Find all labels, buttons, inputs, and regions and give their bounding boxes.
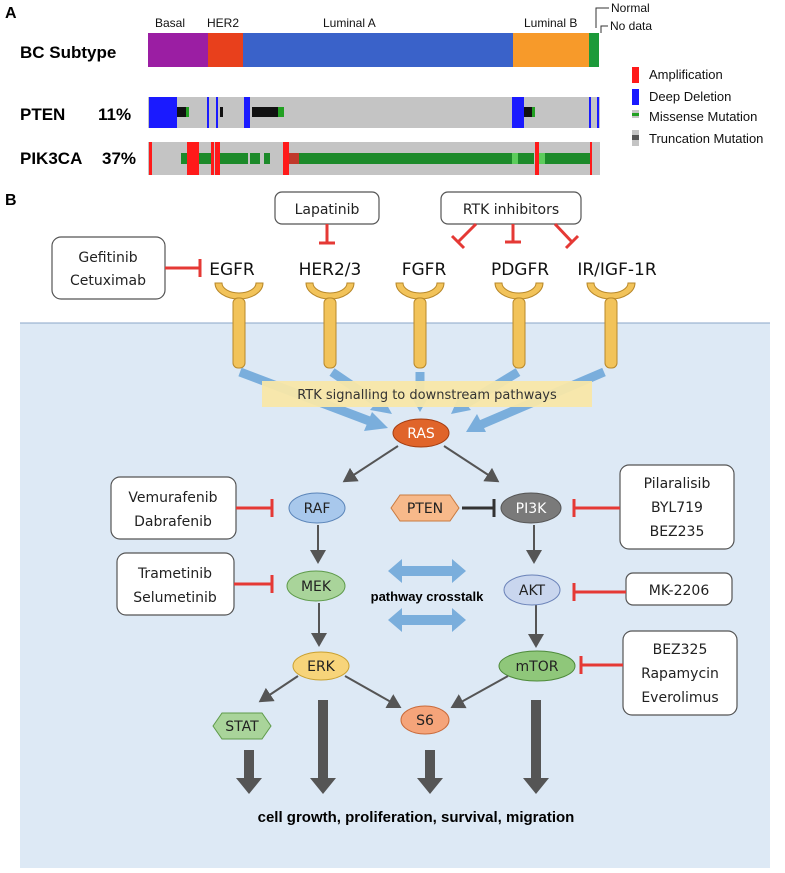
receptor-label-her2-3: HER2/3 bbox=[299, 260, 362, 280]
receptor-label-egfr: EGFR bbox=[209, 260, 255, 280]
subtype-label-her2: HER2 bbox=[207, 16, 239, 30]
pik3ca-row-label: PIK3CA bbox=[20, 149, 82, 168]
bez325-label: BEZ325 bbox=[653, 642, 708, 658]
nodata-leader-line bbox=[600, 25, 608, 33]
subtype-row-label: BC Subtype bbox=[20, 43, 116, 62]
node-raf-label: RAF bbox=[304, 501, 331, 517]
subtype-label-normal: Normal bbox=[611, 1, 650, 15]
legend-swatch-deep-deletion bbox=[632, 89, 639, 105]
crosstalk-arrows bbox=[388, 559, 466, 632]
receptors bbox=[214, 282, 636, 369]
subtype-segment-normal bbox=[589, 33, 599, 67]
node-stat-label: STAT bbox=[225, 719, 259, 735]
top-inhibition-lines bbox=[165, 222, 580, 277]
node-ras bbox=[392, 418, 450, 448]
panel-b-label: B bbox=[5, 192, 17, 209]
legend-label-deep-deletion: Deep Deletion bbox=[649, 89, 731, 104]
legend-swatch-missense bbox=[632, 113, 639, 116]
mtor-inhibitors-box bbox=[622, 630, 738, 716]
node-erk bbox=[292, 651, 350, 681]
dabrafenib-label: Dabrafenib bbox=[134, 514, 212, 530]
pilaralisib-label: Pilaralisib bbox=[644, 476, 711, 492]
pik3ca-oncoprint-track bbox=[148, 142, 600, 175]
node-pi3k bbox=[500, 492, 562, 524]
cetuximab-label: Cetuximab bbox=[70, 273, 146, 289]
outcome-arrows bbox=[236, 700, 549, 794]
node-s6-label: S6 bbox=[416, 713, 434, 729]
legend-swatch-amplification bbox=[632, 67, 639, 83]
rtk-inhibitors-label: RTK inhibitors bbox=[463, 202, 559, 218]
byl719-label: BYL719 bbox=[651, 500, 703, 516]
pten-row-label: PTEN bbox=[20, 105, 65, 124]
receptor-label-ir-igf1r: IR/IGF-1R bbox=[577, 260, 656, 280]
trametinib-label: Trametinib bbox=[137, 566, 212, 582]
vertical-cascade-arrows bbox=[310, 525, 544, 648]
pten-inhibits-pi3k-line bbox=[462, 499, 496, 517]
lapatinib-label: Lapatinib bbox=[295, 202, 360, 218]
legend-swatch-truncation bbox=[632, 135, 639, 140]
rapamycin-label: Rapamycin bbox=[641, 666, 719, 682]
gefitinib-label: Gefitinib bbox=[78, 250, 137, 266]
rtk-signalling-banner bbox=[262, 381, 592, 407]
receptor-fgfr bbox=[395, 282, 445, 369]
legend-label-amplification: Amplification bbox=[649, 67, 723, 82]
receptor-egfr bbox=[214, 282, 264, 369]
node-ras-label: RAS bbox=[407, 426, 435, 442]
node-pten-label: PTEN bbox=[407, 501, 443, 517]
selumetinib-label: Selumetinib bbox=[133, 590, 217, 606]
pten-row-pct: 11% bbox=[98, 105, 131, 124]
receptor-pdgfr bbox=[494, 282, 544, 369]
subtype-label-no-data: No data bbox=[610, 19, 652, 33]
rtk-inhibitors-box bbox=[440, 191, 582, 225]
node-pi3k-label: PI3K bbox=[516, 501, 547, 517]
receptor-ir-igf1r bbox=[586, 282, 636, 369]
subtype-segment-her2 bbox=[208, 33, 243, 67]
node-mek-label: MEK bbox=[301, 579, 332, 595]
mutation-legend: Amplification Deep Deletion Missense Mut… bbox=[632, 67, 763, 146]
node-mtor bbox=[498, 650, 576, 682]
node-akt-label: AKT bbox=[519, 583, 546, 599]
pten-oncoprint-track bbox=[148, 97, 600, 128]
panel-a-label: A bbox=[5, 5, 17, 22]
node-pten bbox=[390, 494, 460, 522]
normal-leader-line bbox=[595, 7, 609, 28]
node-mek bbox=[286, 570, 346, 602]
mk2206-box bbox=[625, 572, 733, 606]
node-stat bbox=[212, 712, 272, 740]
node-s6 bbox=[400, 705, 450, 735]
downstream-arrows bbox=[258, 675, 509, 709]
node-mtor-label: mTOR bbox=[516, 659, 559, 675]
subtype-label-luminal-b: Luminal B bbox=[524, 16, 577, 30]
ras-branch-arrows bbox=[342, 445, 500, 483]
gefitinib-cetuximab-box bbox=[51, 236, 166, 300]
bez235-label: BEZ235 bbox=[650, 524, 705, 540]
mk2206-label: MK-2206 bbox=[649, 583, 710, 599]
node-erk-label: ERK bbox=[307, 659, 336, 675]
legend-label-truncation: Truncation Mutation bbox=[649, 131, 763, 146]
outcome-label: cell growth, proliferation, survival, mi… bbox=[258, 809, 575, 826]
receptor-label-pdgfr: PDGFR bbox=[491, 260, 549, 280]
pathway-inhibition-lines bbox=[234, 499, 626, 674]
subtype-label-basal: Basal bbox=[155, 16, 185, 30]
subtype-segment-luminal-a bbox=[243, 33, 513, 67]
rtk-signalling-banner-label: RTK signalling to downstream pathways bbox=[297, 388, 557, 403]
crosstalk-label: pathway crosstalk bbox=[371, 589, 484, 604]
node-akt bbox=[503, 574, 561, 606]
node-raf bbox=[288, 492, 346, 524]
everolimus-label: Everolimus bbox=[641, 690, 718, 706]
subtype-label-luminal-a: Luminal A bbox=[323, 16, 376, 30]
vemurafenib-label: Vemurafenib bbox=[128, 490, 217, 506]
receptor-her2-3 bbox=[305, 282, 355, 369]
pik3ca-row-pct: 37% bbox=[102, 149, 136, 168]
subtype-bar bbox=[148, 33, 599, 67]
subtype-segment-basal bbox=[148, 33, 208, 67]
receptor-label-fgfr: FGFR bbox=[402, 260, 447, 280]
subtype-segment-luminal-b bbox=[513, 33, 589, 67]
legend-label-missense: Missense Mutation bbox=[649, 109, 757, 124]
